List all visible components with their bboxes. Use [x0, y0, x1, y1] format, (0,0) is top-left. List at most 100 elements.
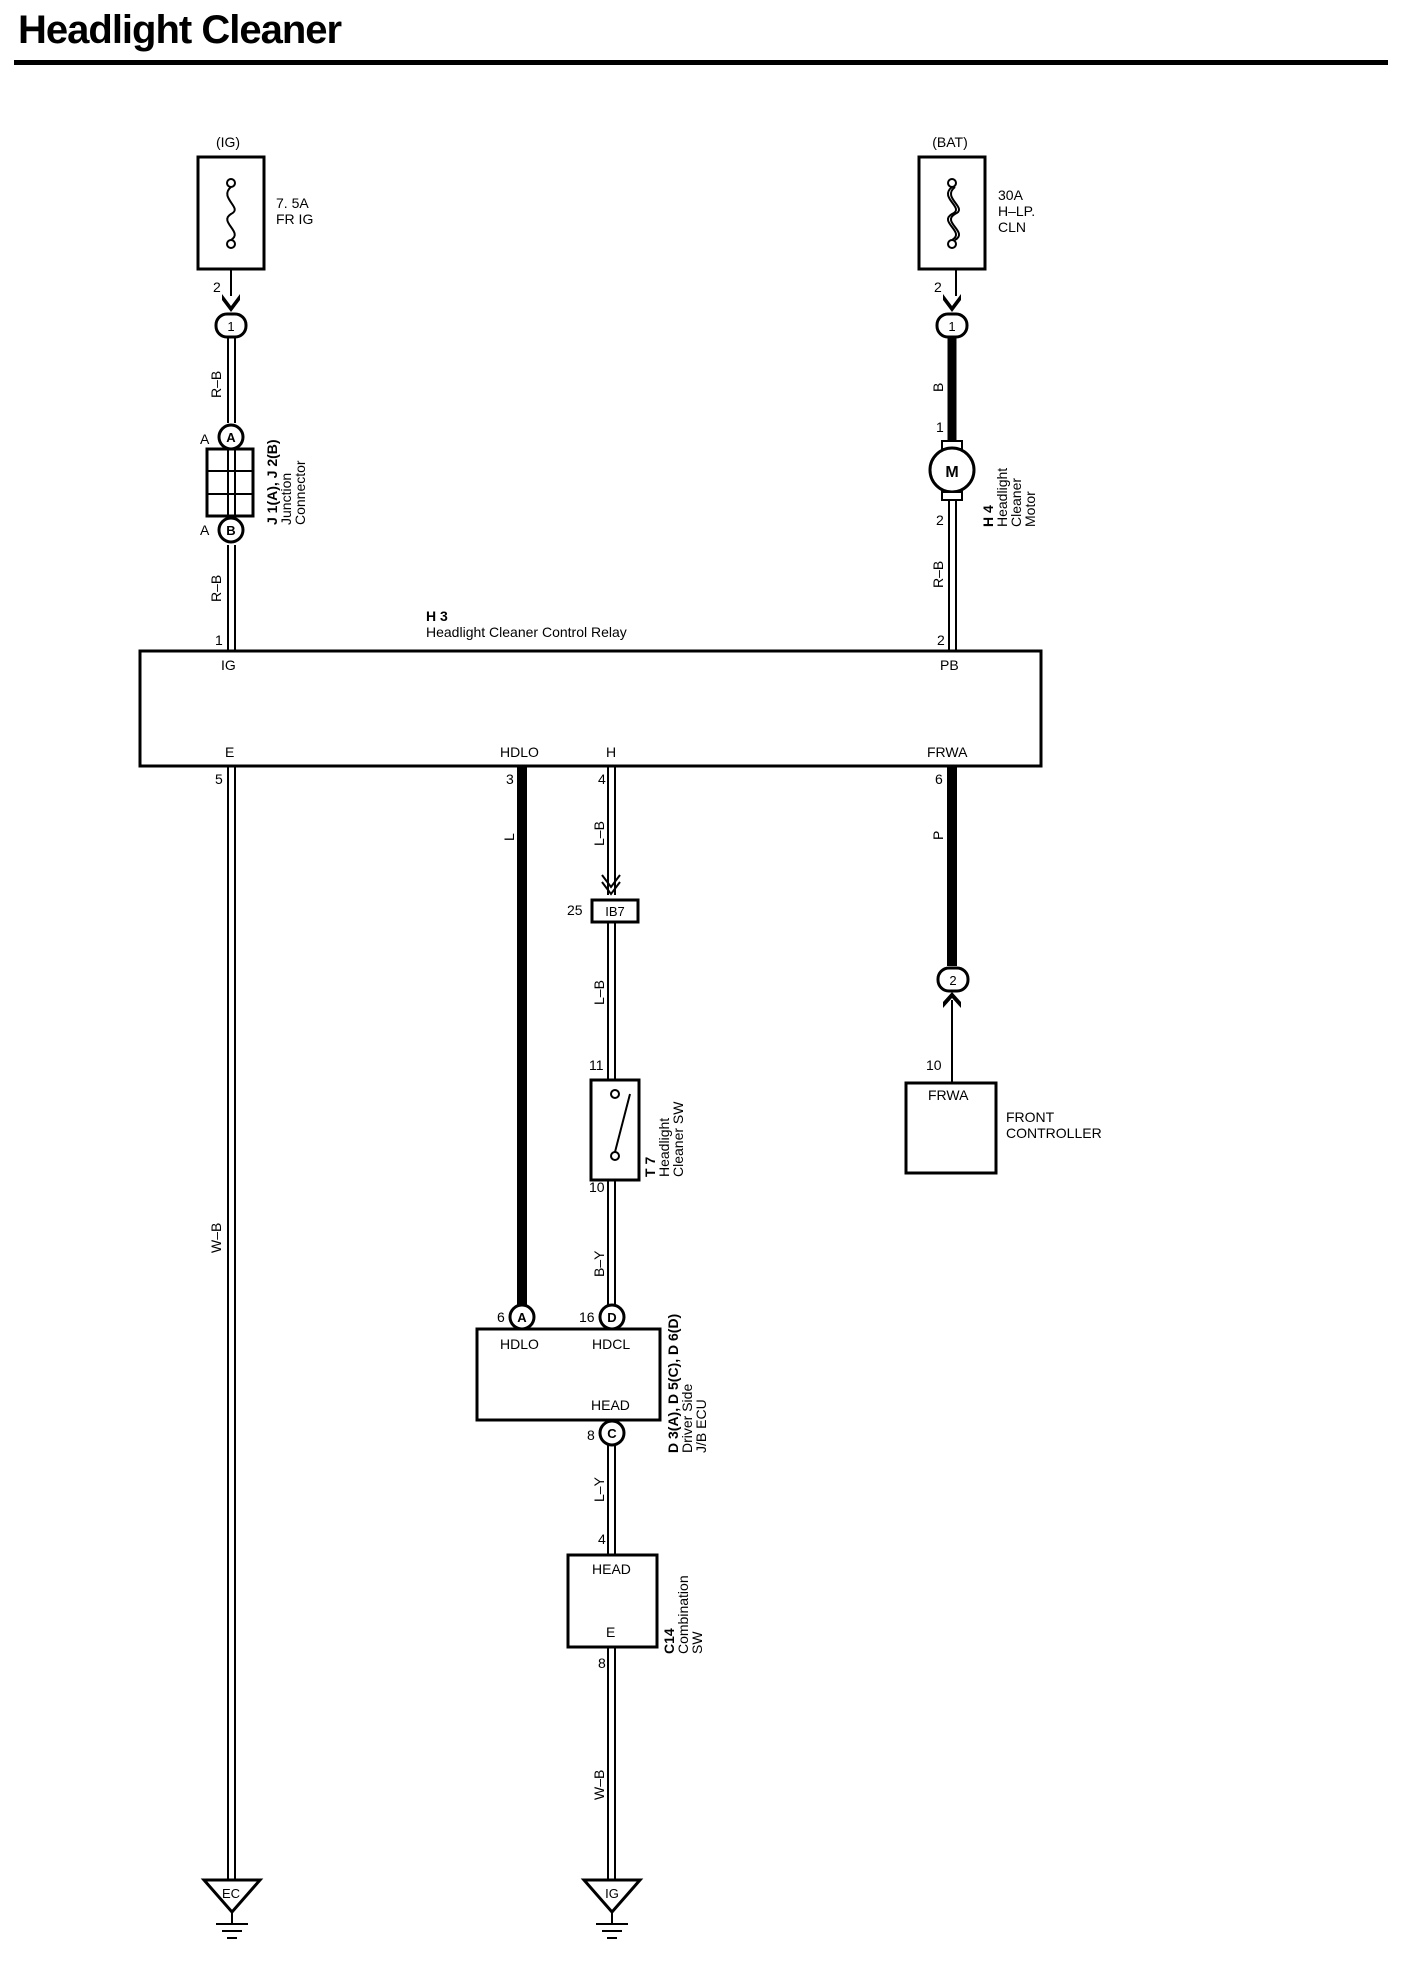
- relay-pin-ig: 1: [215, 632, 223, 648]
- junction-label-2: Connector: [292, 460, 308, 525]
- relay-pin-h: 4: [598, 771, 606, 787]
- motor-label-1: Headlight: [994, 468, 1010, 527]
- junction-circle-b: [217, 516, 245, 544]
- ecu-terminal-hdcl: HDCL: [592, 1336, 630, 1352]
- fuse-ig: [196, 155, 266, 271]
- front-controller-box: [904, 1081, 998, 1175]
- ecu-terminal-head: HEAD: [591, 1397, 630, 1413]
- connector-ig: [214, 312, 248, 339]
- relay-terminal-h: H: [606, 744, 616, 760]
- front-terminal: FRWA: [928, 1087, 969, 1103]
- fuse-bat: [917, 155, 987, 271]
- ecu-label-1: Driver Side: [679, 1384, 695, 1453]
- ib-label: IB7: [605, 904, 625, 919]
- combo-terminal-head: HEAD: [592, 1561, 631, 1577]
- ecu-pin-d: 16: [579, 1309, 595, 1325]
- relay-pin-e: 5: [215, 771, 223, 787]
- wire-label-p: P: [930, 831, 946, 840]
- wire-label-lb-2: L–B: [591, 980, 607, 1005]
- wire-label-rb-right: R–B: [930, 561, 946, 588]
- wire-by: [607, 1180, 616, 1306]
- fuse-bat-source: (BAT): [932, 134, 968, 150]
- ecu-code: D 3(A), D 5(C), D 6(D): [665, 1314, 681, 1453]
- relay-name: Headlight Cleaner Control Relay: [426, 624, 627, 640]
- wire-label-wb-bottom: W–B: [591, 1770, 607, 1800]
- ground-left-label: EC: [222, 1886, 240, 1901]
- junction-pin-a-top: A: [200, 431, 210, 447]
- connector-ig-label: 1: [227, 319, 234, 334]
- motor-code: H 4: [980, 505, 996, 527]
- switch-pin-bot: 10: [589, 1179, 605, 1195]
- relay-box: [138, 649, 1043, 768]
- front-pin: 10: [926, 1057, 942, 1073]
- title-underline: [14, 60, 1388, 65]
- ground-right: [580, 1878, 644, 1939]
- combo-label-2: SW: [689, 1631, 705, 1654]
- relay-terminal-e: E: [225, 744, 234, 760]
- switch-body: [589, 1078, 641, 1182]
- connector-front: [936, 966, 970, 993]
- switch-pin-top: 11: [589, 1057, 604, 1073]
- connector-bat-label: 1: [948, 319, 955, 334]
- ib-pin: 25: [567, 902, 583, 918]
- wire-wb-bottom: [607, 1647, 616, 1880]
- combo-code: C14: [661, 1628, 677, 1654]
- wire-label-wb-left: W–B: [208, 1223, 224, 1253]
- wire-label-by: B–Y: [591, 1250, 607, 1277]
- combo-terminal-e: E: [606, 1624, 615, 1640]
- junction-circle-b-label: B: [226, 523, 235, 538]
- ecu-circle-d-label: D: [607, 1310, 616, 1325]
- fuse-ig-source: (IG): [216, 134, 240, 150]
- relay-terminal-pb: PB: [940, 657, 959, 673]
- wire-label-l: L: [501, 833, 517, 841]
- relay-pin-frwa: 6: [935, 771, 943, 787]
- fuse-bat-name1: H–LP.: [998, 203, 1035, 219]
- fuse-bat-name2: CLN: [998, 219, 1026, 235]
- combo-pin-e: 8: [598, 1655, 606, 1671]
- chevron-down-icon: [601, 874, 621, 896]
- ib-connector: [590, 898, 640, 924]
- ecu-circle-c-label: C: [607, 1426, 617, 1441]
- junction-code: J 1(A), J 2(B): [264, 439, 280, 525]
- ground-right-label: IG: [605, 1886, 619, 1901]
- fuse-bat-rating: 30A: [998, 187, 1024, 203]
- wire-rb-ig: [227, 337, 236, 651]
- arrow-up-icon: [943, 992, 961, 1008]
- relay-terminal-ig: IG: [221, 657, 236, 673]
- fuse-ig-rating: 7. 5A: [276, 195, 309, 211]
- wire-label-ly: L–Y: [591, 1476, 607, 1502]
- arrow-down-icon: [943, 294, 961, 312]
- ground-left: [200, 1878, 264, 1939]
- arrow-down-icon: [222, 294, 240, 312]
- switch-label-2: Cleaner SW: [670, 1101, 686, 1177]
- ecu-label-2: J/B ECU: [693, 1399, 709, 1453]
- motor-label-3: Motor: [1022, 491, 1038, 527]
- relay-terminal-frwa: FRWA: [927, 744, 968, 760]
- fuse-ig-name: FR IG: [276, 211, 313, 227]
- wire-ly: [607, 1444, 616, 1555]
- wire-label-b: B: [930, 383, 946, 392]
- wires: [227, 255, 957, 1880]
- motor-label-2: Cleaner: [1008, 478, 1024, 527]
- ecu-circle-a-label: A: [517, 1310, 527, 1325]
- combo-box: [566, 1553, 659, 1649]
- fuse-ig-pin: 2: [213, 279, 221, 295]
- ecu-pin-a: 6: [497, 1309, 505, 1325]
- relay-code: H 3: [426, 608, 448, 624]
- junction-connector-body: [205, 447, 255, 518]
- relay-terminal-hdlo: HDLO: [500, 744, 539, 760]
- combo-pin-head: 4: [598, 1531, 606, 1547]
- junction-label-1: Junction: [278, 473, 294, 525]
- motor-pin-top: 1: [936, 419, 944, 435]
- front-label-2: CONTROLLER: [1006, 1125, 1102, 1141]
- switch-label-1: Headlight: [656, 1118, 672, 1177]
- ecu-box: [475, 1327, 662, 1422]
- ecu-pin-c: 8: [587, 1427, 595, 1443]
- junction-circle-a-label: A: [226, 430, 236, 445]
- connector-bat: [935, 312, 969, 339]
- combo-label-1: Combination: [675, 1575, 691, 1654]
- relay-pin-pb: 2: [937, 632, 945, 648]
- motor-cap-bot: [941, 491, 963, 501]
- switch-code: T 7: [642, 1157, 658, 1177]
